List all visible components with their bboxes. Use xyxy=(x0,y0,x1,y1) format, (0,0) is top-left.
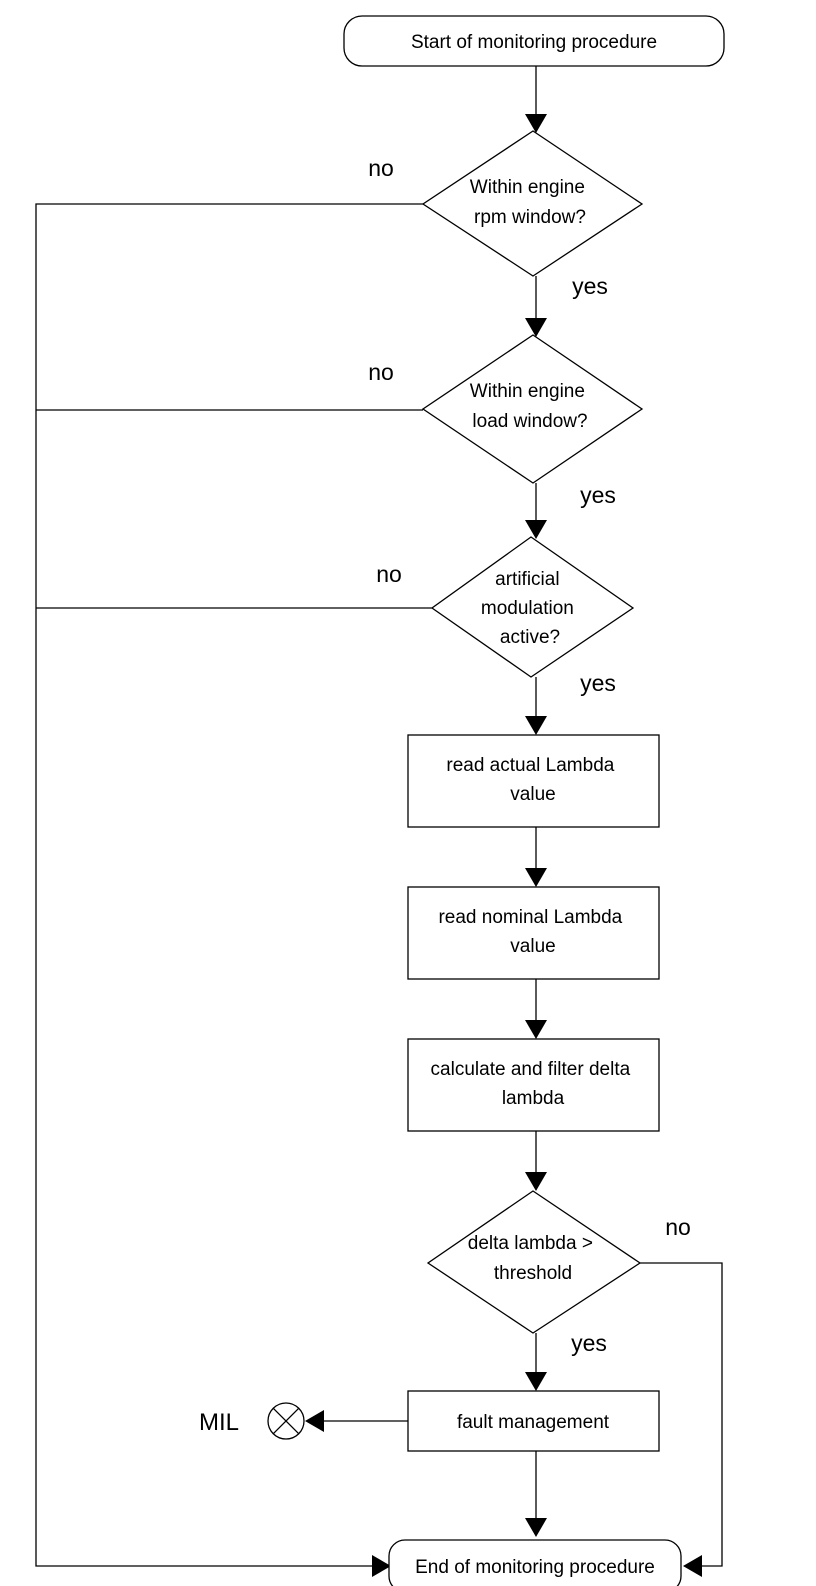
edge-threshold-no xyxy=(640,1262,723,1567)
branch-labels: no yes no yes no yes no yes xyxy=(368,155,691,1356)
modulation-yes-label: yes xyxy=(580,670,616,696)
rpm-no-label: no xyxy=(368,155,394,181)
process-read-nominal: read nominal Lambda value xyxy=(407,886,660,980)
modulation-check-label: artificial modulation active? xyxy=(481,569,579,648)
decision-modulation-active: artificial modulation active? xyxy=(430,536,635,678)
load-check-label: Within engine load window? xyxy=(470,381,590,432)
process-read-actual: read actual Lambda value xyxy=(407,734,660,828)
arrowhead-end-left xyxy=(372,1555,391,1577)
arrowhead-modulation xyxy=(525,520,547,539)
arrowhead-threshold xyxy=(525,1172,547,1191)
calc-delta-label: calculate and filter delta lambda xyxy=(431,1059,636,1109)
edge-left-return-bus xyxy=(35,203,423,1567)
read-nominal-label: read nominal Lambda value xyxy=(438,907,627,957)
process-calc-delta: calculate and filter delta lambda xyxy=(407,1038,660,1132)
decision-rpm-window: Within engine rpm window? xyxy=(421,130,644,277)
load-no-label: no xyxy=(368,359,394,385)
decision-load-window: Within engine load window? xyxy=(421,334,644,484)
arrowhead-fault xyxy=(525,1372,547,1391)
start-label: Start of monitoring procedure xyxy=(411,32,657,53)
arrowhead-end-right xyxy=(683,1555,702,1577)
load-yes-label: yes xyxy=(580,482,616,508)
process-fault-management: fault management xyxy=(407,1390,660,1452)
threshold-check-label: delta lambda > threshold xyxy=(468,1233,598,1284)
fault-mgmt-label: fault management xyxy=(457,1412,610,1433)
end-terminator: End of monitoring procedure xyxy=(388,1539,682,1586)
arrowhead-rpm xyxy=(525,114,547,133)
decision-threshold: delta lambda > threshold xyxy=(426,1190,642,1334)
rpm-yes-label: yes xyxy=(572,273,608,299)
read-actual-label: read actual Lambda value xyxy=(446,755,619,805)
arrowhead-read-nominal xyxy=(525,868,547,887)
lamp-cross-b xyxy=(272,1407,300,1435)
modulation-no-label: no xyxy=(376,561,402,587)
end-label: End of monitoring procedure xyxy=(415,1557,655,1578)
arrowhead-load xyxy=(525,318,547,337)
mil-indicator: MIL xyxy=(199,1402,305,1440)
start-terminator: Start of monitoring procedure xyxy=(343,15,725,67)
connectors xyxy=(35,66,723,1577)
arrowhead-calc xyxy=(525,1020,547,1039)
arrowhead-end-top xyxy=(525,1518,547,1537)
mil-label: MIL xyxy=(199,1409,239,1436)
threshold-no-label: no xyxy=(665,1214,691,1240)
arrowhead-mil xyxy=(305,1410,324,1432)
threshold-yes-label: yes xyxy=(571,1330,607,1356)
rpm-check-label: Within engine rpm window? xyxy=(470,177,590,228)
arrowhead-read-actual xyxy=(525,716,547,735)
